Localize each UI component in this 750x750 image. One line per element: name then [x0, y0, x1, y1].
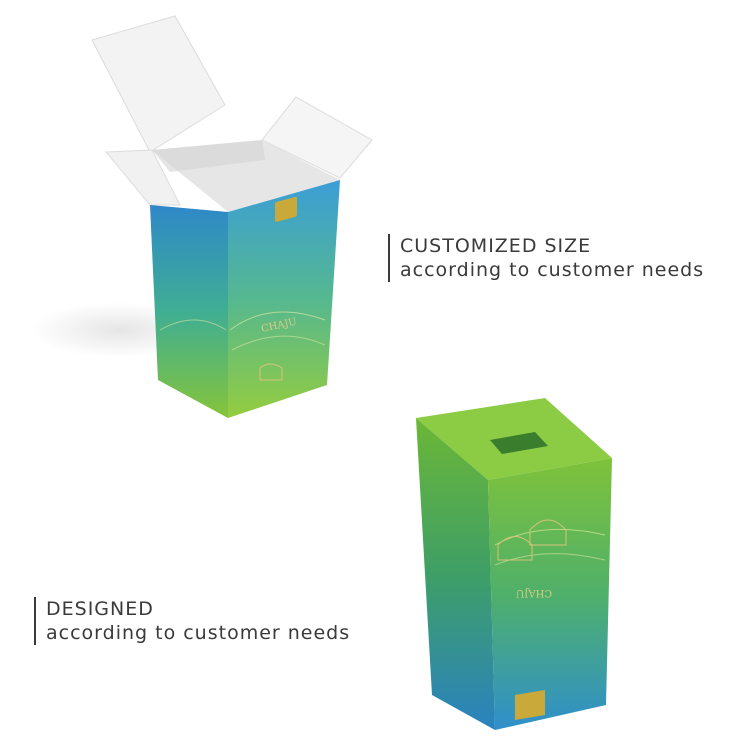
- cup-outline: [497, 536, 533, 561]
- mountain-line: [229, 311, 326, 331]
- mountain-line: [159, 319, 227, 331]
- mountain-line: [231, 335, 326, 351]
- box-side-face: [228, 180, 340, 418]
- caption-customized-size: CUSTOMIZED SIZE according to customer ne…: [388, 234, 704, 282]
- box-left-face: [416, 418, 495, 730]
- caption-heading: DESIGNED: [46, 598, 154, 620]
- box-front-face: [150, 205, 228, 418]
- caption-heading: CUSTOMIZED SIZE: [400, 235, 592, 257]
- mountain-line: [494, 528, 606, 546]
- closed-box: CHAJU: [416, 398, 612, 730]
- top-flap-right: [261, 96, 373, 179]
- cup-outline: [259, 363, 283, 381]
- box-brand-bottom: CHAJU: [516, 587, 552, 598]
- open-box: CHAJU: [30, 15, 373, 418]
- top-flap-left: [104, 149, 181, 206]
- gold-tab: [275, 196, 297, 222]
- cup-outline: [529, 519, 567, 546]
- caption-subtext: according to customer needs: [400, 259, 705, 281]
- box-front-face: [488, 458, 612, 730]
- caption-designed: DESIGNED according to customer needs: [34, 597, 350, 645]
- box-slot: [490, 432, 548, 454]
- top-flap-back: [91, 15, 226, 153]
- box-interior-shade: [152, 140, 265, 172]
- caption-subtext: according to customer needs: [46, 622, 351, 644]
- gold-tab: [515, 690, 545, 720]
- mountain-line: [494, 553, 606, 566]
